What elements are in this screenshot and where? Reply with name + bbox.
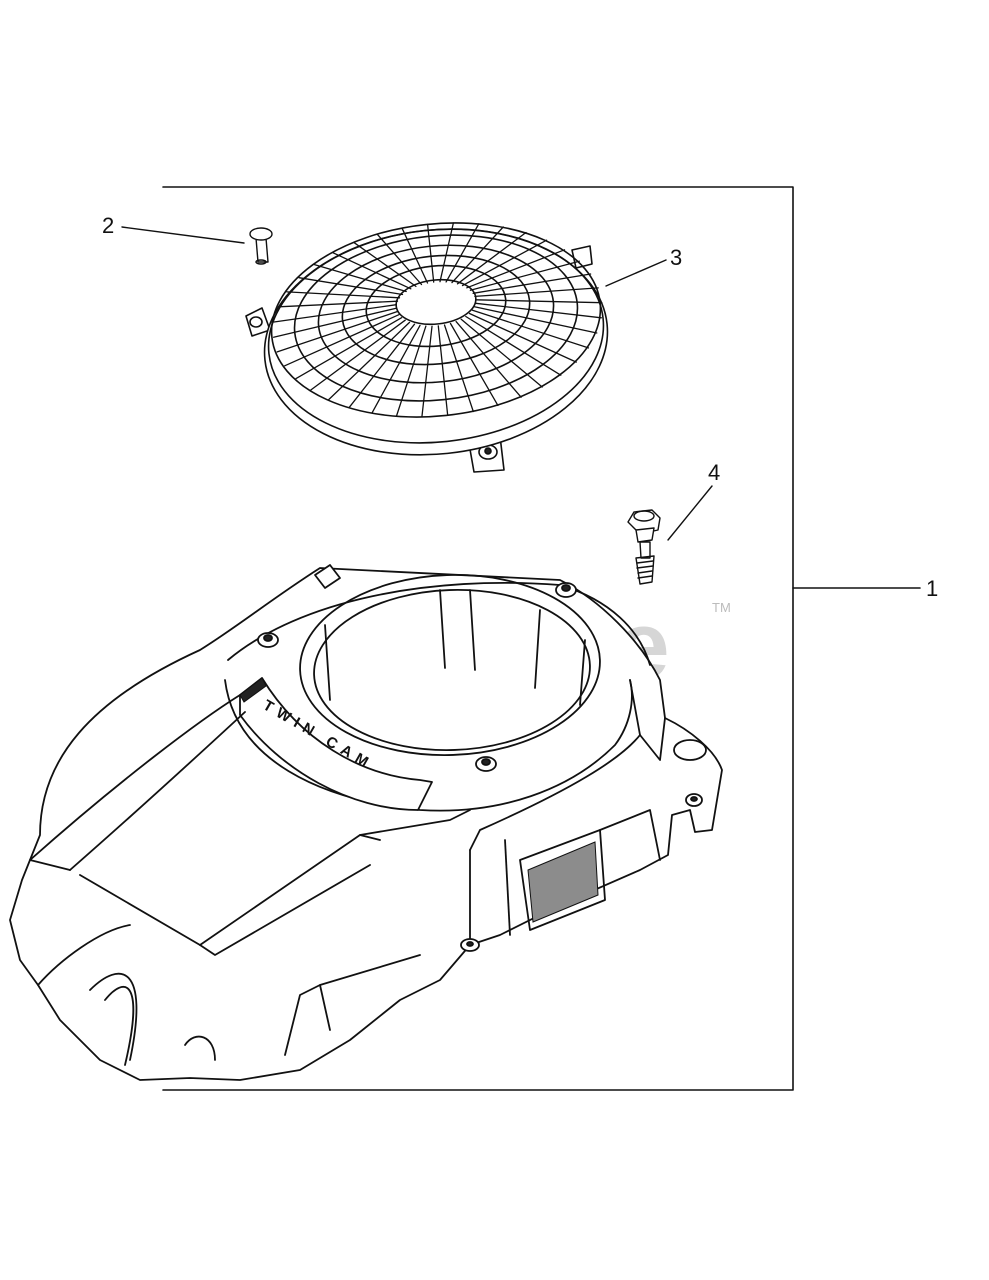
grille-spoke xyxy=(468,312,577,363)
grille-spoke xyxy=(473,306,598,334)
callout-1: 1 xyxy=(926,576,938,601)
screw-part-2 xyxy=(249,227,273,265)
grille-spoke xyxy=(461,239,548,287)
grille-spoke xyxy=(313,263,407,293)
grille-spoke xyxy=(332,252,412,290)
grille-spoke xyxy=(353,242,417,288)
watermark-trademark: TM xyxy=(712,600,731,615)
grille-spoke xyxy=(371,324,421,414)
grille-spoke xyxy=(471,309,590,349)
grille-spoke xyxy=(439,222,455,283)
grille-spoke xyxy=(455,320,522,398)
grille-spoke xyxy=(284,314,400,367)
grille-spoke xyxy=(273,304,397,323)
grille-spoke xyxy=(276,310,398,353)
grille-spoke xyxy=(376,233,423,286)
callout-number-3: 3 xyxy=(670,245,682,270)
grille-spoke xyxy=(460,318,543,388)
grille-spoke xyxy=(469,260,580,291)
grille-spoke xyxy=(475,302,602,319)
bolt-part-4 xyxy=(627,509,661,585)
grille-spoke xyxy=(474,287,599,298)
grille-spoke xyxy=(272,307,397,338)
grille-spoke xyxy=(295,317,403,380)
callout-2: 2 xyxy=(102,213,245,244)
grille-spoke xyxy=(395,325,427,417)
grille-spoke xyxy=(426,223,435,283)
grille-spoke xyxy=(472,273,592,294)
grille-spoke xyxy=(475,299,603,304)
grille-spoke xyxy=(466,249,566,289)
grille-spoke xyxy=(451,226,504,284)
callout-3: 3 xyxy=(605,245,682,287)
grille-spoke xyxy=(421,325,433,418)
blower-housing xyxy=(9,564,723,1081)
grille-spoke xyxy=(437,325,449,417)
grille-spoke xyxy=(465,315,562,376)
assembly-bracket xyxy=(162,186,921,1091)
callout-number-2: 2 xyxy=(102,213,114,238)
grille-spoke xyxy=(449,322,499,407)
grille-spoke xyxy=(277,300,399,308)
grille-spoke xyxy=(286,291,401,299)
grille-screen xyxy=(245,222,609,473)
callout-number-1: 1 xyxy=(926,576,938,601)
grille-spoke xyxy=(443,324,474,413)
grille-spoke xyxy=(445,223,480,283)
grille-spoke xyxy=(348,323,416,408)
callout-number-4: 4 xyxy=(708,460,720,485)
grille-spokes xyxy=(272,222,603,418)
grille-spoke xyxy=(456,231,527,285)
callout-4: 4 xyxy=(667,460,720,541)
grille-spoke xyxy=(298,277,404,296)
grille-spoke xyxy=(310,319,406,391)
grille-spoke xyxy=(328,321,411,401)
grille-spoke xyxy=(401,227,429,284)
